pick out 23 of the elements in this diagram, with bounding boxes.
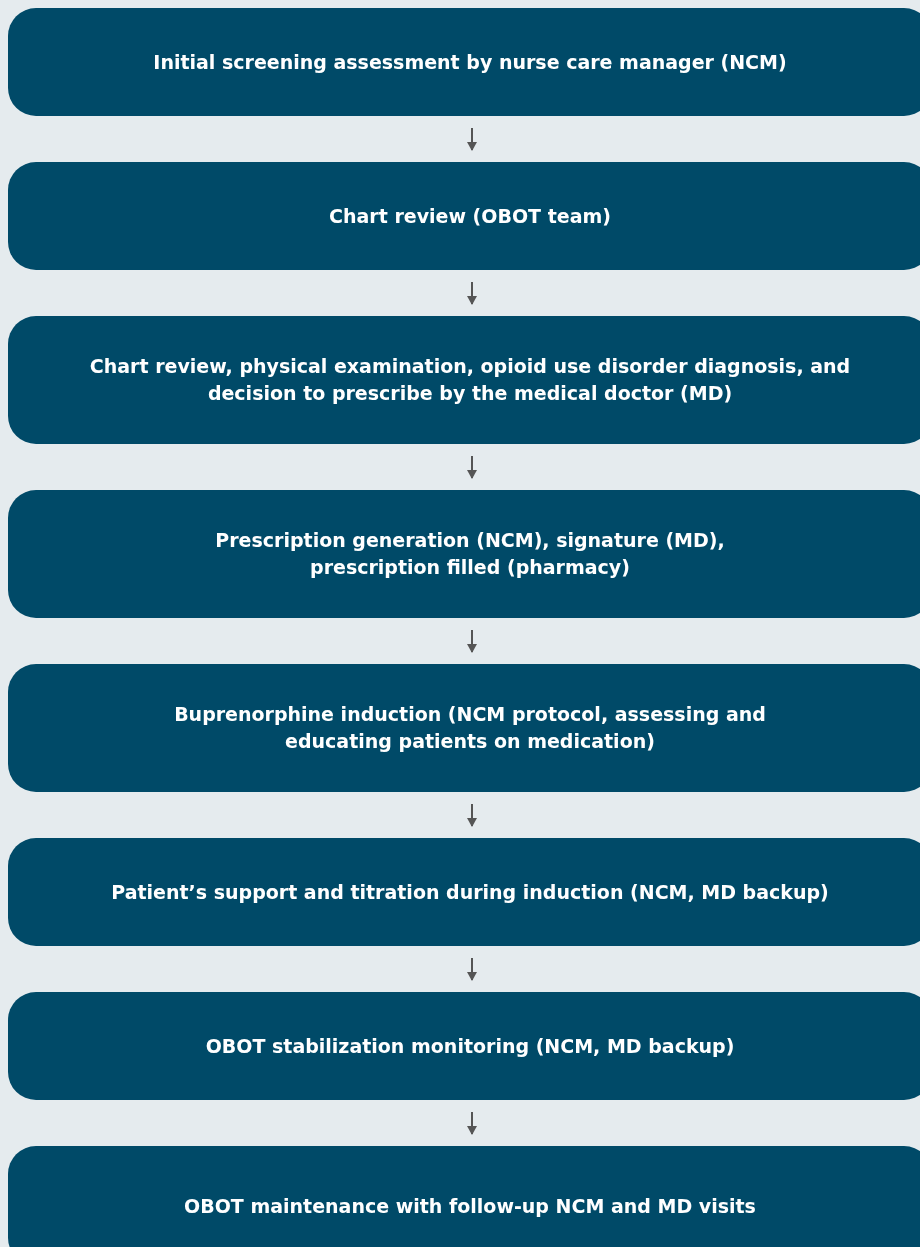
process-box — [8, 838, 920, 946]
arrow — [467, 127, 477, 151]
step-text: OBOT maintenance with follow-up NCM and MD visits — [184, 1193, 756, 1219]
process-box — [8, 490, 920, 618]
step-text: Patient’s support and titration during induction (NCM, MD backup) — [111, 879, 829, 905]
process-box — [8, 992, 920, 1100]
arrow — [467, 629, 477, 653]
process-box — [8, 1146, 920, 1247]
process-box — [8, 316, 920, 444]
step-text: Chart review (OBOT team) — [329, 203, 611, 229]
arrow — [467, 803, 477, 827]
arrow — [467, 455, 477, 479]
step-text: Buprenorphine induction (NCM protocol, assessing and educating patients on medication) — [173, 702, 767, 754]
process-box — [8, 664, 920, 792]
step-text: OBOT stabilization monitoring (NCM, MD backup) — [205, 1033, 735, 1059]
step-text: Chart review, physical examination, opioid use disorder diagnosis, and decision to prescribe by the medical doctor (MD) — [88, 354, 852, 406]
arrow — [467, 1111, 477, 1135]
process-box — [8, 162, 920, 270]
step-text: Initial screening assessment by nurse care manager (NCM) — [153, 49, 787, 75]
arrow — [467, 281, 477, 305]
arrow — [467, 957, 477, 981]
process-box — [8, 8, 920, 116]
step-text: Prescription generation (NCM), signature (MD), prescription filled (pharmacy) — [214, 528, 726, 580]
